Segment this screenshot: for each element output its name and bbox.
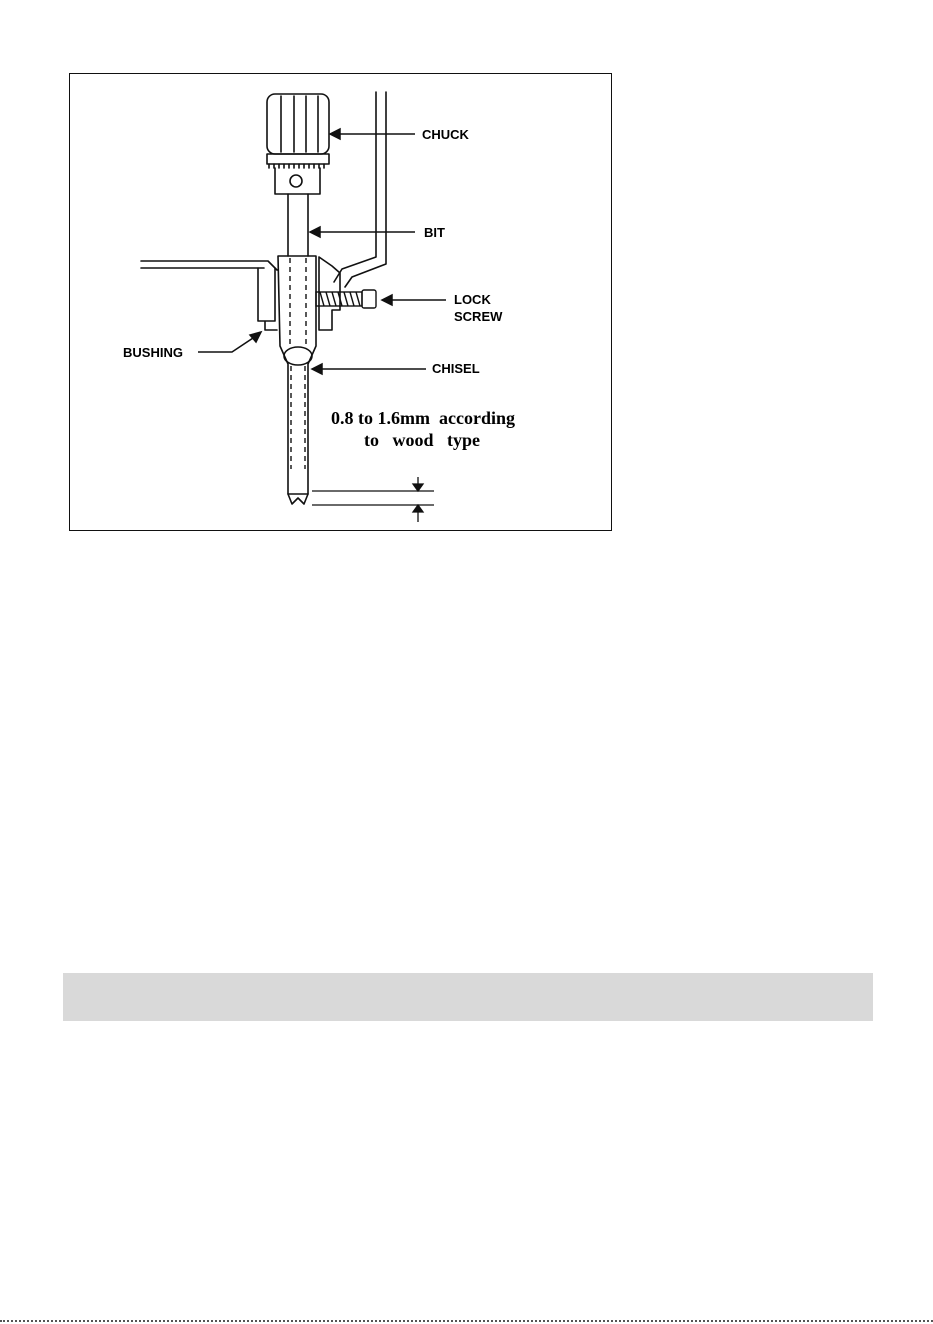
label-bushing: BUSHING [123,345,183,360]
page-footer-rule [0,1320,933,1322]
chisel-tip [288,494,308,504]
chisel-body [278,256,316,494]
chuck-hole [290,175,302,187]
table-edge [141,261,277,270]
label-chisel: CHISEL [432,361,480,376]
chisel-assembly-diagram: CHUCK BIT LOCK SCREW BUSHING CHISEL 0.8 … [70,74,613,532]
chisel-window [284,347,312,365]
label-screw: SCREW [454,309,503,324]
label-chuck: CHUCK [422,127,470,142]
chuck-nose [275,168,320,194]
bit-shank [288,194,308,256]
section-header-bar [63,973,873,1021]
depth-gauge [312,477,434,522]
chuck-body [267,94,329,154]
diagram-frame: CHUCK BIT LOCK SCREW BUSHING CHISEL 0.8 … [69,73,612,531]
label-lock: LOCK [454,292,491,307]
clamp-block [319,257,340,330]
note-line-2: to wood type [364,430,480,450]
chuck-collar [267,154,329,164]
bushing-block [258,268,277,330]
note-line-1: 0.8 to 1.6mm according [331,408,515,428]
label-bit: BIT [424,225,445,240]
bushing-leader [198,336,256,352]
lock-screw [316,290,376,308]
column-outline [334,92,386,287]
